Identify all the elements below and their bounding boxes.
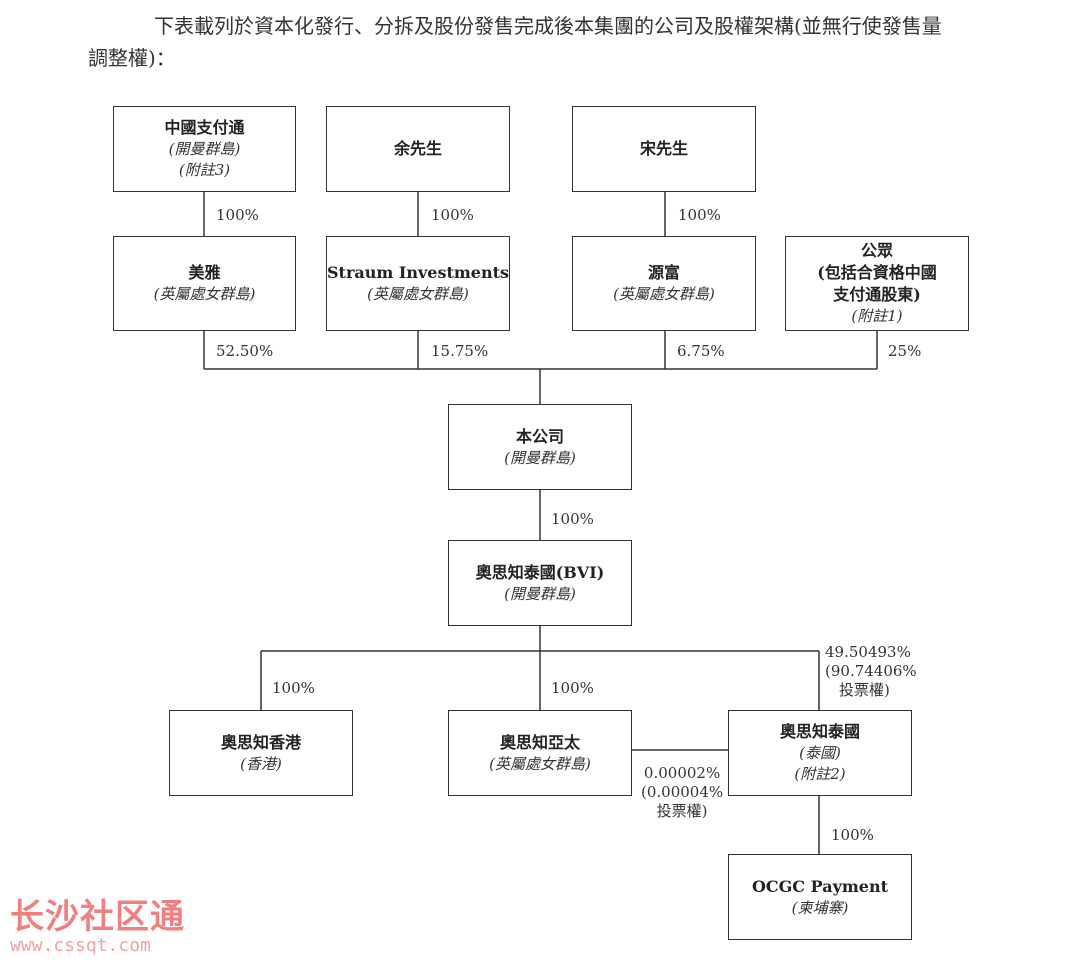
entity-jurisdiction: (開曼群島) [504, 448, 576, 467]
intro-text: 下表載列於資本化發行、分拆及股份發售完成後本集團的公司及股權架構(並無行使發售量… [88, 10, 1008, 74]
pct-thailand-ocgc-payment: 100% [831, 826, 874, 844]
entity-name: Straum Investments [327, 263, 510, 282]
pct-yuanfu-company: 6.75% [677, 342, 725, 360]
pct-line-3: 投票權) [656, 802, 708, 820]
entity-jurisdiction: (英屬處女群島) [613, 285, 715, 303]
entity-jurisdiction: (英屬處女群島) [153, 285, 256, 303]
entity-name-line-2: (包括合資格中國 [817, 263, 937, 282]
entity-name: 本公司 [515, 426, 564, 446]
pct-line-2: (0.00004% [641, 783, 724, 801]
entity-name: OCGC Payment [751, 876, 889, 896]
entity-ocgc-thailand: 奧思知泰國 (泰國) (附註2) [728, 710, 912, 796]
entity-company: 本公司 (開曼群島) [448, 404, 632, 490]
entity-name: 奧思知泰國(BVI) [475, 562, 605, 582]
entity-straum-investments: Straum Investments (英屬處女群島) [326, 236, 510, 331]
entity-meiya: 美雅 (英屬處女群島) [113, 236, 296, 331]
pct-china-payment-meiya: 100% [216, 206, 259, 224]
entity-ocgc-hong-kong: 奧思知香港 (香港) [169, 710, 353, 796]
entity-jurisdiction: (開曼群島) [168, 140, 241, 158]
entity-name: 源富 [647, 263, 680, 282]
pct-song-yuanfu: 100% [678, 206, 721, 224]
pct-line-1: 0.00002% [643, 764, 721, 782]
pct-bvi-asia-pacific: 100% [551, 679, 594, 697]
pct-public-company: 25% [888, 342, 922, 360]
pct-bvi-hong-kong: 100% [272, 679, 315, 697]
entity-name: 公眾 [860, 241, 893, 260]
entity-public: 公眾 (包括合資格中國 支付通股東) (附註1) [785, 236, 969, 331]
entity-name: 奧思知泰國 [779, 722, 860, 741]
entity-name: 余先生 [393, 139, 442, 158]
entity-yuanfu: 源富 (英屬處女群島) [572, 236, 756, 331]
entity-name: 奧思知香港 [220, 732, 301, 752]
entity-jurisdiction: (香港) [240, 754, 282, 773]
entity-name: 美雅 [188, 263, 221, 282]
entity-name: 中國支付通 [164, 118, 245, 137]
pct-line-2: (90.74406% [825, 662, 917, 680]
entity-name-line-3: 支付通股東) [833, 285, 921, 304]
pct-straum-company: 15.75% [431, 342, 489, 360]
entity-ocgc-payment: OCGC Payment (柬埔寨) [728, 854, 912, 940]
entity-jurisdiction: (英屬處女群島) [489, 754, 591, 773]
entity-name: 宋先生 [639, 139, 688, 158]
watermark: 长沙社区通 www.cssqt.com [10, 898, 185, 956]
entity-china-payment: 中國支付通 (開曼群島) (附註3) [113, 106, 296, 192]
pct-line-3: 投票權) [839, 681, 890, 699]
pct-yu-straum: 100% [431, 206, 474, 224]
entity-ocgc-thailand-bvi: 奧思知泰國(BVI) (開曼群島) [448, 540, 632, 626]
pct-meiya-company: 52.50% [216, 342, 274, 360]
entity-jurisdiction: (開曼群島) [504, 584, 576, 603]
entity-jurisdiction: (泰國) [799, 744, 841, 762]
watermark-url: www.cssqt.com [10, 935, 151, 956]
entity-jurisdiction: (柬埔寨) [791, 898, 849, 917]
watermark-text: 长沙社区通 [10, 897, 185, 937]
entity-ocgc-asia-pacific: 奧思知亞太 (英屬處女群島) [448, 710, 632, 796]
entity-name: 奧思知亞太 [499, 732, 580, 752]
entity-jurisdiction: (英屬處女群島) [367, 285, 469, 303]
intro-line-2: 調整權)： [88, 46, 176, 70]
pct-company-bvi: 100% [551, 510, 594, 528]
entity-note: (附註1) [851, 307, 903, 325]
pct-asia-pacific-thailand: 0.00002% (0.00004% 投票權) [641, 764, 723, 821]
entity-note: (附註2) [794, 765, 846, 783]
pct-line-1: 49.50493% [825, 643, 911, 661]
entity-mr-song: 宋先生 [572, 106, 756, 192]
pct-bvi-thailand: 49.50493% (90.74406% 投票權) [825, 643, 917, 700]
entity-note: (附註3) [178, 161, 231, 179]
intro-line-1: 下表載列於資本化發行、分拆及股份發售完成後本集團的公司及股權架構(並無行使發售量 [154, 14, 942, 38]
entity-mr-yu: 余先生 [326, 106, 510, 192]
